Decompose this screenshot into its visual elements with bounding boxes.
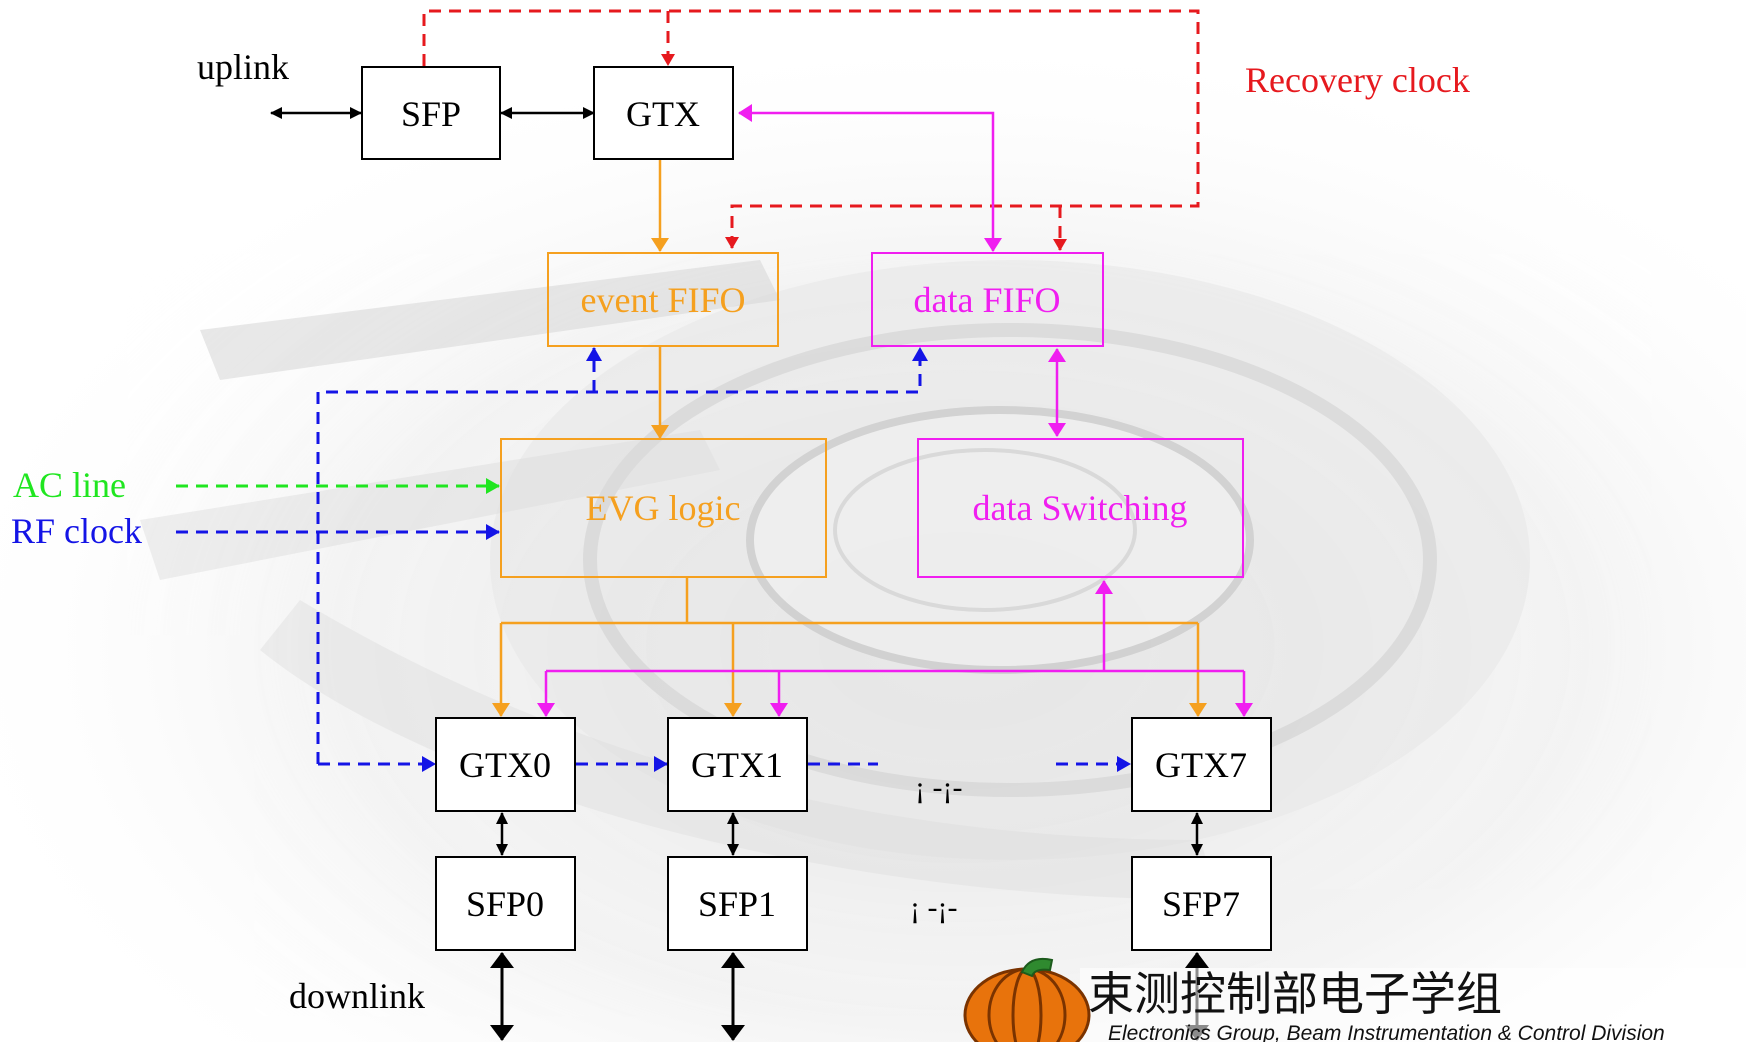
footer-english-subtitle: Electronics Group, Beam Instrumentation …: [1108, 1022, 1665, 1042]
block-sfp0-label: SFP0: [466, 884, 544, 924]
block-gtx: GTX: [593, 66, 734, 160]
footer-chinese-title: 束测控制部电子学组: [1088, 967, 1502, 1021]
block-data-switching-label: data Switching: [973, 488, 1188, 528]
block-evg-logic: EVG logic: [500, 438, 827, 578]
footer-branding: 束测控制部电子学组 Electronics Group, Beam Instru…: [963, 957, 1746, 1042]
block-evg-logic-label: EVG logic: [586, 488, 741, 528]
block-data-fifo: data FIFO: [871, 252, 1104, 347]
block-data-fifo-label: data FIFO: [914, 280, 1061, 320]
block-event-fifo: event FIFO: [547, 252, 779, 347]
block-gtx0: GTX0: [435, 717, 576, 812]
block-event-fifo-label: event FIFO: [581, 280, 746, 320]
block-sfp7: SFP7: [1131, 856, 1272, 951]
block-gtx0-label: GTX0: [459, 745, 551, 785]
block-sfp0: SFP0: [435, 856, 576, 951]
block-sfp-label: SFP: [401, 94, 461, 134]
ac-line-label: AC line: [13, 465, 126, 505]
clock-distribution-lines: [176, 347, 1131, 772]
data-path-lines: [537, 104, 1253, 717]
block-gtx1-label: GTX1: [691, 745, 783, 785]
gtx-sfp-links: [496, 812, 1203, 856]
block-data-switching: data Switching: [917, 438, 1244, 578]
pumpkin-logo-icon: [963, 957, 1091, 1042]
block-gtx7: GTX7: [1131, 717, 1272, 812]
block-sfp-uplink: SFP: [361, 66, 501, 160]
recovery-clock-lines: [422, 9, 1200, 251]
rf-clock-label: RF clock: [11, 511, 142, 551]
sfp-ellipsis: ¡ -¡-: [910, 891, 957, 924]
block-sfp1: SFP1: [667, 856, 808, 951]
gtx-ellipsis: ¡ -¡-: [915, 771, 962, 804]
uplink-label: uplink: [197, 47, 289, 87]
downlink-label: downlink: [289, 976, 425, 1016]
recovery-clock-label: Recovery clock: [1245, 60, 1470, 100]
block-sfp7-label: SFP7: [1162, 884, 1240, 924]
block-gtx7-label: GTX7: [1155, 745, 1247, 785]
block-gtx1: GTX1: [667, 717, 808, 812]
event-path-lines: [492, 160, 1207, 717]
block-sfp1-label: SFP1: [698, 884, 776, 924]
block-gtx-label: GTX: [626, 94, 700, 134]
